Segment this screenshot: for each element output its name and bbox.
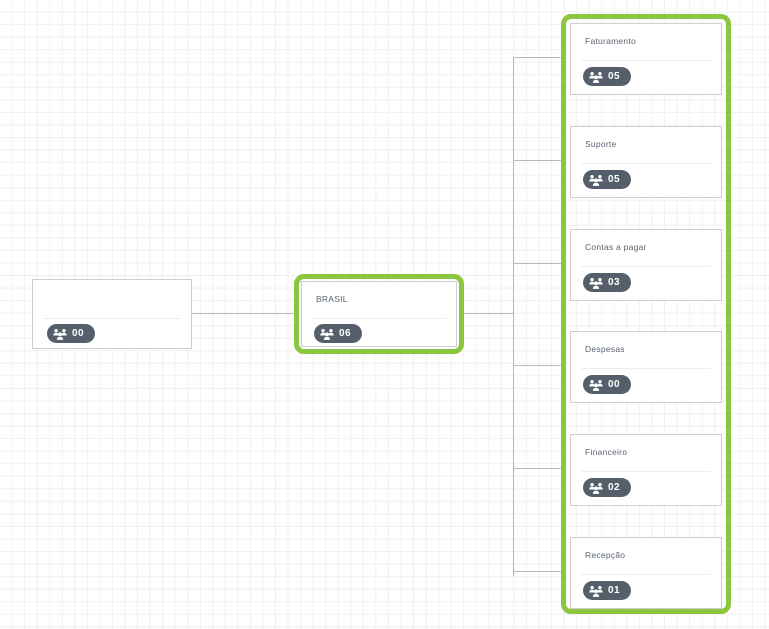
node-despesas-divider: [581, 368, 711, 369]
node-contas-a-pagar-member-count: 03: [608, 276, 620, 288]
node-faturamento-member-count: 05: [608, 70, 620, 82]
node-suporte-member-count: 05: [608, 173, 620, 185]
node-faturamento-title: Faturamento: [585, 36, 636, 46]
node-brasil-member-count: 06: [339, 327, 351, 339]
node-faturamento-member-badge[interactable]: 05: [583, 67, 631, 86]
node-recepcao-member-badge[interactable]: 01: [583, 581, 631, 600]
users-group-icon: [589, 277, 603, 289]
node-despesas[interactable]: Despesas 00: [570, 331, 722, 403]
node-contas-a-pagar-title: Contas a pagar: [585, 242, 647, 252]
node-suporte-divider: [581, 163, 711, 164]
connector-branch-3: [513, 263, 563, 264]
node-brasil-highlight-frame[interactable]: [294, 274, 464, 354]
connector-branch-5: [513, 468, 563, 469]
node-contas-a-pagar[interactable]: Contas a pagar 03: [570, 229, 722, 301]
node-financeiro-member-count: 02: [608, 481, 620, 493]
node-recepcao-member-count: 01: [608, 584, 620, 596]
node-root-member-count: 00: [72, 327, 84, 339]
node-financeiro-divider: [581, 471, 711, 472]
node-brasil[interactable]: BRASIL 06: [301, 281, 457, 347]
users-group-icon: [589, 379, 603, 391]
node-despesas-member-badge[interactable]: 00: [583, 375, 631, 394]
node-suporte[interactable]: Suporte 05: [570, 126, 722, 198]
node-faturamento-divider: [581, 60, 711, 61]
node-root-member-badge[interactable]: 00: [47, 324, 95, 343]
node-brasil-divider: [312, 318, 446, 319]
node-financeiro-title: Financeiro: [585, 447, 628, 457]
node-root[interactable]: 00: [32, 279, 192, 349]
node-recepcao-title: Recepção: [585, 550, 626, 560]
connector-branch-4: [513, 365, 563, 366]
users-group-icon: [589, 174, 603, 186]
users-group-icon: [320, 328, 334, 340]
node-brasil-member-badge[interactable]: 06: [314, 324, 362, 343]
node-root-divider: [43, 318, 181, 319]
node-brasil-title: BRASIL: [316, 294, 348, 304]
node-suporte-member-badge[interactable]: 05: [583, 170, 631, 189]
connector-brasil-to-trunk: [463, 313, 514, 314]
users-group-icon: [589, 585, 603, 597]
connector-branch-6: [513, 571, 563, 572]
users-group-icon: [53, 328, 67, 340]
node-financeiro[interactable]: Financeiro 02: [570, 434, 722, 506]
node-faturamento[interactable]: Faturamento 05: [570, 23, 722, 95]
node-despesas-member-count: 00: [608, 378, 620, 390]
node-financeiro-member-badge[interactable]: 02: [583, 478, 631, 497]
node-recepcao[interactable]: Recepção 01: [570, 537, 722, 609]
level2-group-highlight-frame[interactable]: [561, 14, 731, 614]
users-group-icon: [589, 482, 603, 494]
users-group-icon: [589, 71, 603, 83]
node-despesas-title: Despesas: [585, 344, 625, 354]
connector-branch-1: [513, 57, 563, 58]
node-contas-a-pagar-member-badge[interactable]: 03: [583, 273, 631, 292]
connector-root-to-brasil: [192, 313, 294, 314]
connector-branch-2: [513, 160, 563, 161]
connector-trunk-vertical: [513, 57, 514, 576]
node-contas-a-pagar-divider: [581, 266, 711, 267]
node-suporte-title: Suporte: [585, 139, 617, 149]
node-recepcao-divider: [581, 574, 711, 575]
